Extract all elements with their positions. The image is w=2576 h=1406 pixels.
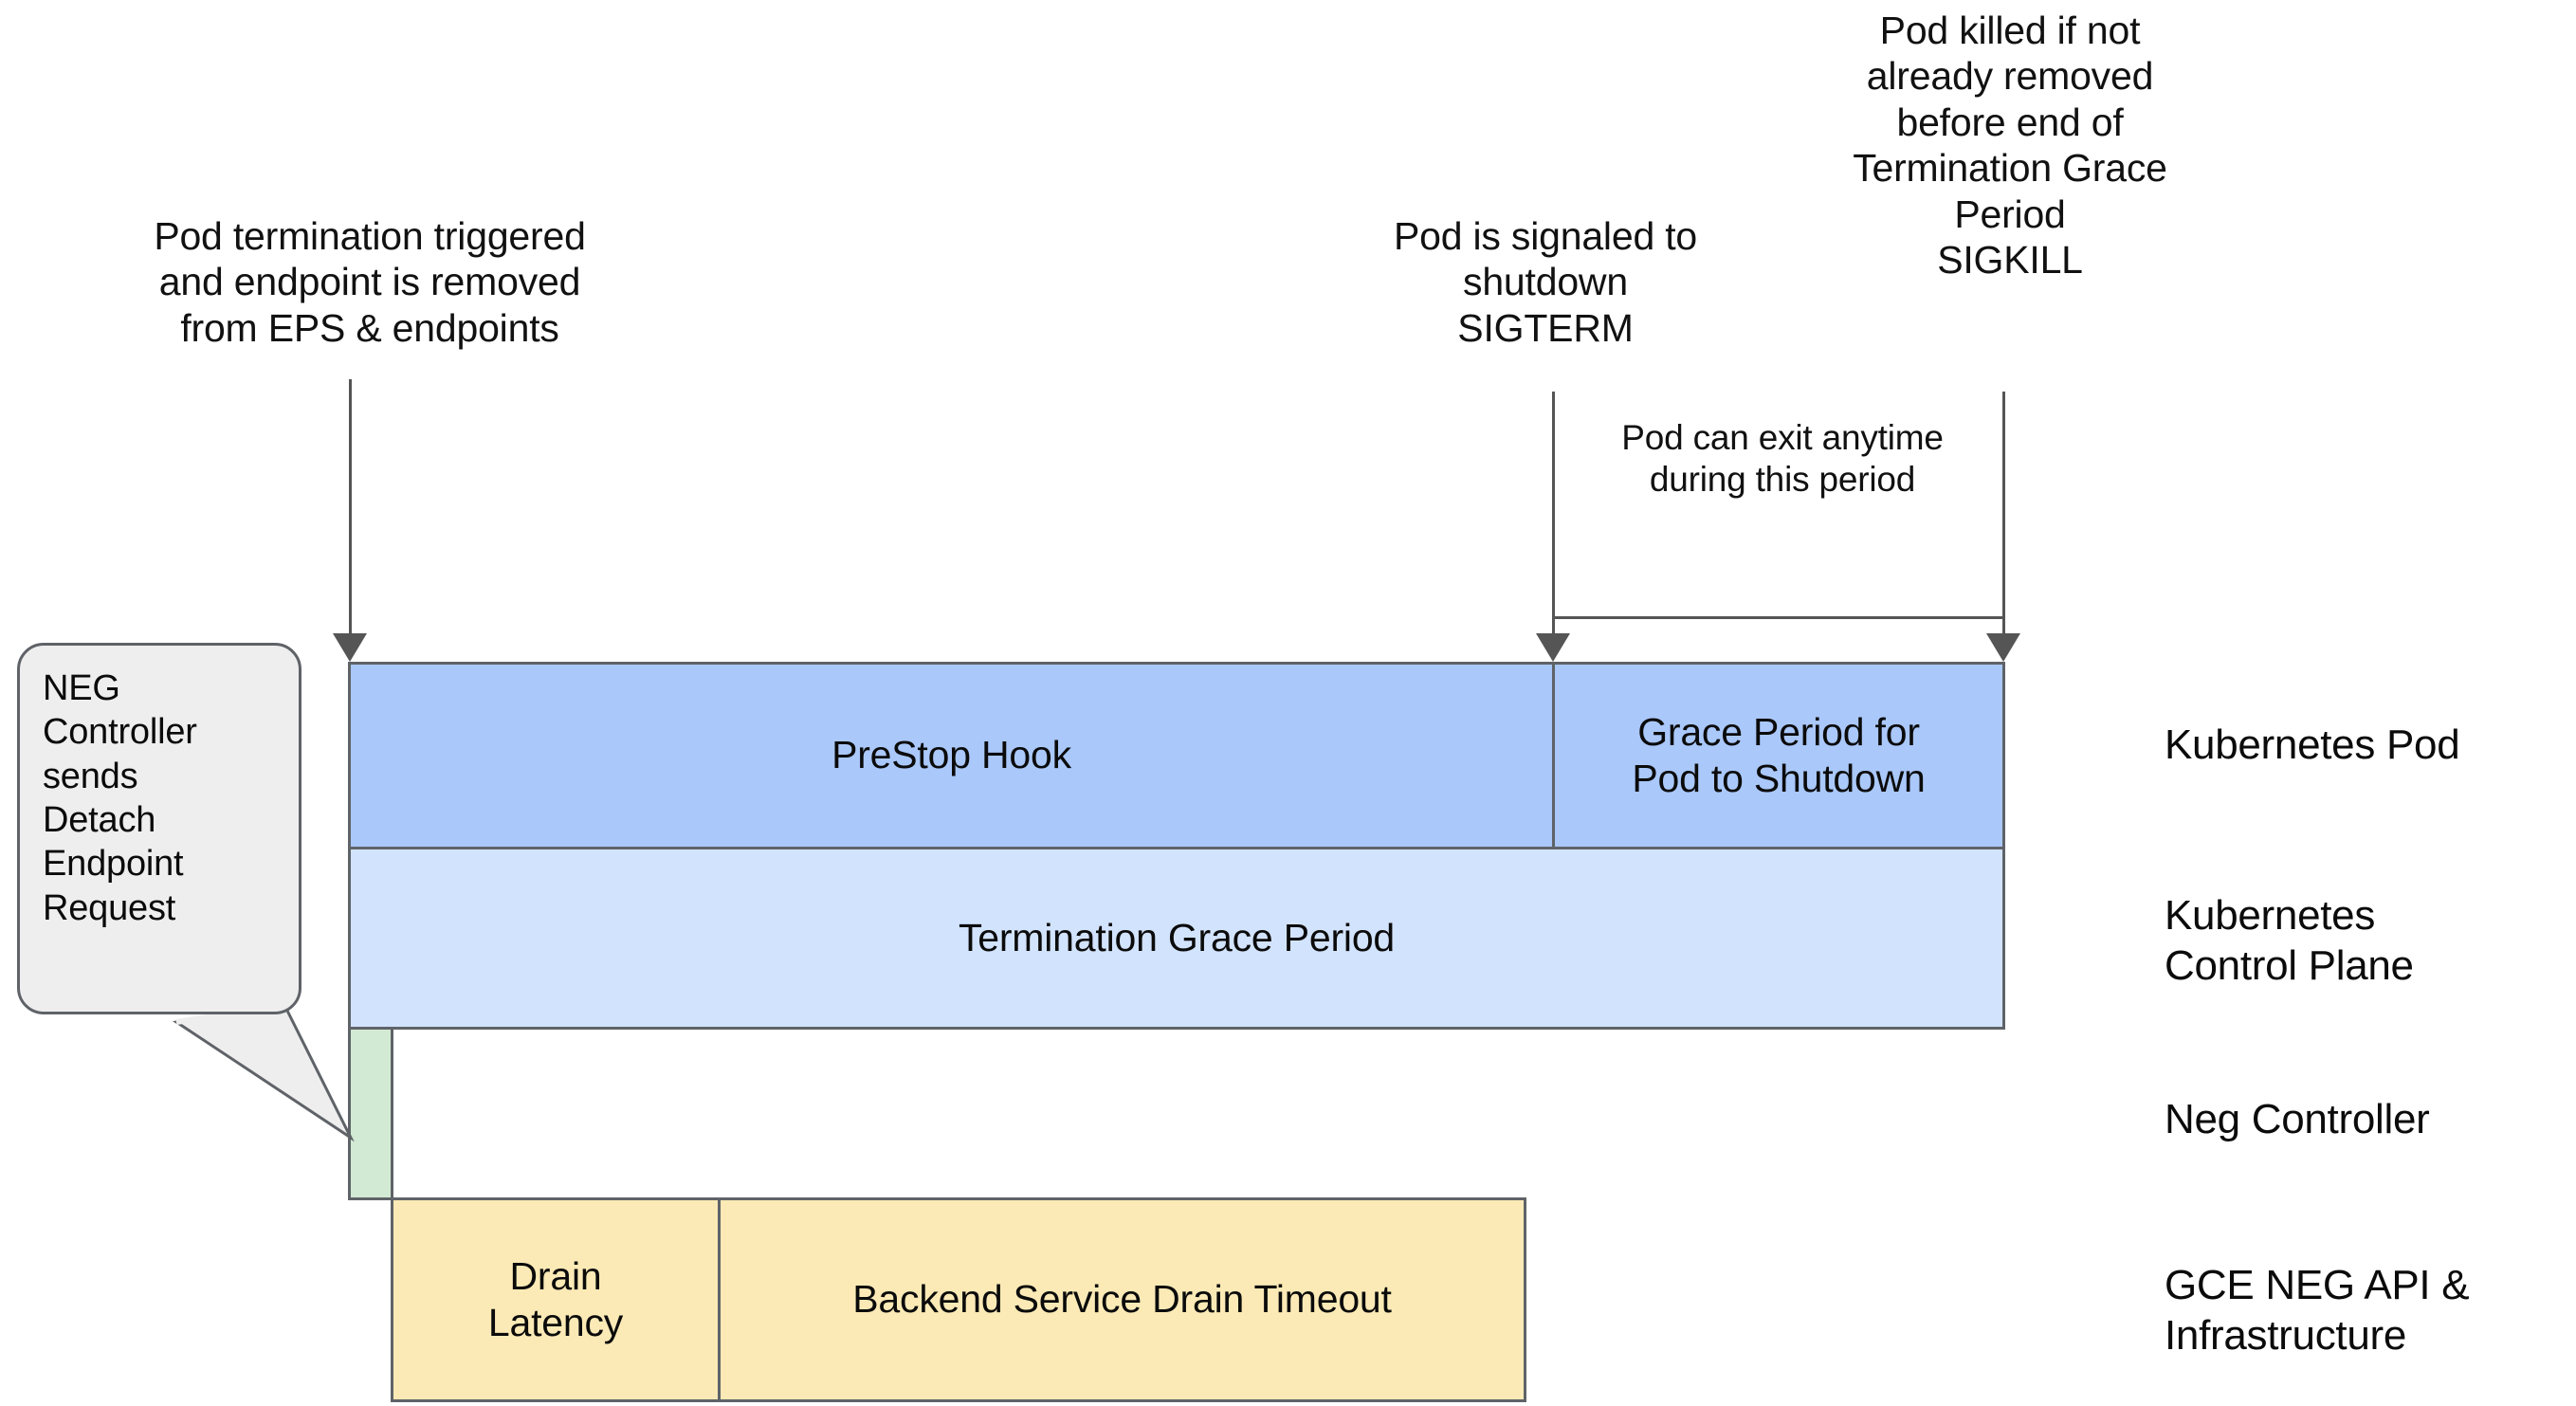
legend-item-kubernetes-control-plane: Kubernetes Control Plane xyxy=(2165,892,2414,989)
bar-prestop-hook[interactable]: PreStop Hook xyxy=(348,662,1555,849)
legend-item-gce-neg-api: GCE NEG API & Infrastructure xyxy=(2165,1262,2470,1359)
annotation-sigterm: Pod is signaled to shutdown SIGTERM xyxy=(1393,214,1698,350)
legend-item-neg-controller: Neg Controller xyxy=(2165,1096,2430,1142)
bar-termination-grace-period[interactable]: Termination Grace Period xyxy=(348,847,2005,1030)
arrowhead-pod-termination xyxy=(333,633,367,662)
bracket-pod-exit xyxy=(1555,616,2004,619)
callout-neg-controller: NEG Controller sends Detach Endpoint Req… xyxy=(17,643,301,1014)
bar-grace-period[interactable]: Grace Period for Pod to Shutdown xyxy=(1552,662,2005,849)
annotation-pod-exit: Pod can exit anytime during this period xyxy=(1621,418,1944,499)
bar-backend-service-drain-timeout[interactable]: Backend Service Drain Timeout xyxy=(718,1197,1526,1402)
leader-line-pod-termination xyxy=(349,379,352,635)
arrowhead-sigkill xyxy=(1986,633,2020,662)
bar-drain-latency[interactable]: Drain Latency xyxy=(391,1197,721,1402)
legend-item-kubernetes-pod: Kubernetes Pod xyxy=(2165,721,2460,768)
arrowhead-sigterm xyxy=(1536,633,1570,662)
leader-line-sigterm xyxy=(1552,392,1555,635)
bar-neg-detach[interactable] xyxy=(348,1027,393,1200)
annotation-sigkill: Pod killed if not already removed before… xyxy=(1853,9,2167,282)
leader-line-sigkill xyxy=(2002,392,2005,635)
annotation-pod-termination: Pod termination triggered and endpoint i… xyxy=(154,214,586,350)
